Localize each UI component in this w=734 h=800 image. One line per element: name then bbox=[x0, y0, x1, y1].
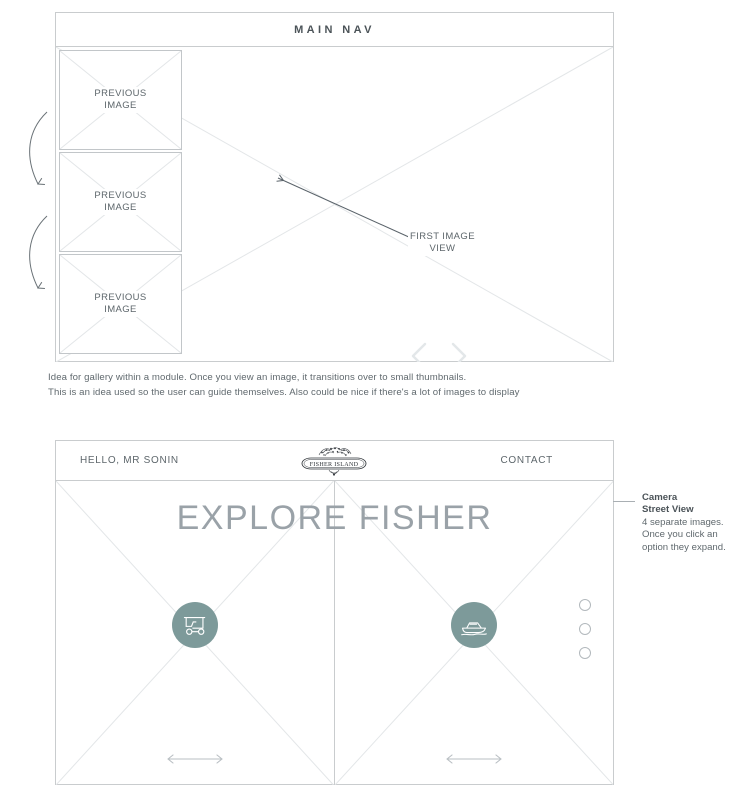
main-nav-bar[interactable]: MAIN NAV bbox=[56, 13, 613, 47]
module-caption: Idea for gallery within a module. Once y… bbox=[48, 371, 658, 400]
camera-street-view-annotation: Camera Street View 4 separate images. On… bbox=[613, 492, 728, 554]
annotation-title-line1: Camera bbox=[642, 492, 678, 503]
module-caption-line1: Idea for gallery within a module. Once y… bbox=[48, 372, 467, 383]
thumbnail-item[interactable]: PREVIOUS IMAGE bbox=[59, 152, 182, 252]
explore-module: HELLO, MR SONIN bbox=[55, 440, 614, 785]
thumbnail-item[interactable]: PREVIOUS IMAGE bbox=[59, 254, 182, 354]
option-dot[interactable] bbox=[579, 647, 591, 659]
thumbnail-label: PREVIOUS IMAGE bbox=[91, 87, 150, 113]
annotation-body: 4 separate images. Once you click an opt… bbox=[642, 517, 726, 553]
thumbnail-label-line1: PREVIOUS bbox=[94, 88, 147, 99]
thumbnail-rail: PREVIOUS IMAGE PREVIOUS IMAGE bbox=[59, 50, 182, 356]
first-image-view-line1: FIRST IMAGE bbox=[410, 231, 475, 242]
option-dots bbox=[579, 599, 591, 659]
chevron-right-icon[interactable] bbox=[446, 341, 470, 362]
annotation-title: Camera Street View bbox=[642, 492, 728, 516]
first-image-callout-arrow bbox=[271, 172, 416, 242]
swipe-horizontal-icon[interactable] bbox=[442, 751, 506, 767]
thumbnail-label-line1: PREVIOUS bbox=[94, 190, 147, 201]
thumbnail-label-line2: IMAGE bbox=[104, 100, 137, 111]
annotation-leader-line bbox=[613, 501, 635, 502]
flow-arrow-1 bbox=[29, 111, 48, 185]
thumbnail-label: PREVIOUS IMAGE bbox=[91, 291, 150, 317]
module-caption-line2: This is an idea used so the user can gui… bbox=[48, 386, 520, 398]
gallery-chevron-nav bbox=[408, 339, 470, 362]
greeting-label: HELLO, MR SONIN bbox=[80, 455, 179, 466]
annotation-title-line2: Street View bbox=[642, 504, 694, 515]
contact-link[interactable]: CONTACT bbox=[500, 455, 553, 466]
fisher-island-logo-icon[interactable]: FISHER ISLAND bbox=[289, 444, 381, 480]
chevron-left-icon[interactable] bbox=[408, 341, 432, 362]
main-nav-label: MAIN NAV bbox=[294, 23, 375, 36]
first-image-view-line2: VIEW bbox=[429, 243, 456, 254]
flow-arrow-2 bbox=[29, 215, 48, 289]
gallery-stage: PREVIOUS IMAGE PREVIOUS IMAGE bbox=[56, 47, 613, 362]
option-dot[interactable] bbox=[579, 599, 591, 611]
thumbnail-label-line2: IMAGE bbox=[104, 304, 137, 315]
gallery-module: MAIN NAV bbox=[55, 12, 614, 362]
speedboat-icon[interactable] bbox=[450, 602, 497, 648]
thumbnail-label: PREVIOUS IMAGE bbox=[91, 189, 150, 215]
svg-text:FISHER ISLAND: FISHER ISLAND bbox=[309, 462, 358, 468]
swipe-horizontal-icon[interactable] bbox=[163, 751, 227, 767]
thumbnail-item[interactable]: PREVIOUS IMAGE bbox=[59, 50, 182, 150]
option-dot[interactable] bbox=[579, 623, 591, 635]
first-image-view-label: FIRST IMAGE VIEW bbox=[408, 230, 477, 256]
explore-title: EXPLORE FISHER bbox=[176, 499, 493, 537]
thumbnail-label-line2: IMAGE bbox=[104, 202, 137, 213]
golf-cart-icon[interactable] bbox=[171, 602, 218, 648]
thumbnail-label-line1: PREVIOUS bbox=[94, 292, 147, 303]
explore-header-bar: HELLO, MR SONIN bbox=[56, 441, 613, 481]
